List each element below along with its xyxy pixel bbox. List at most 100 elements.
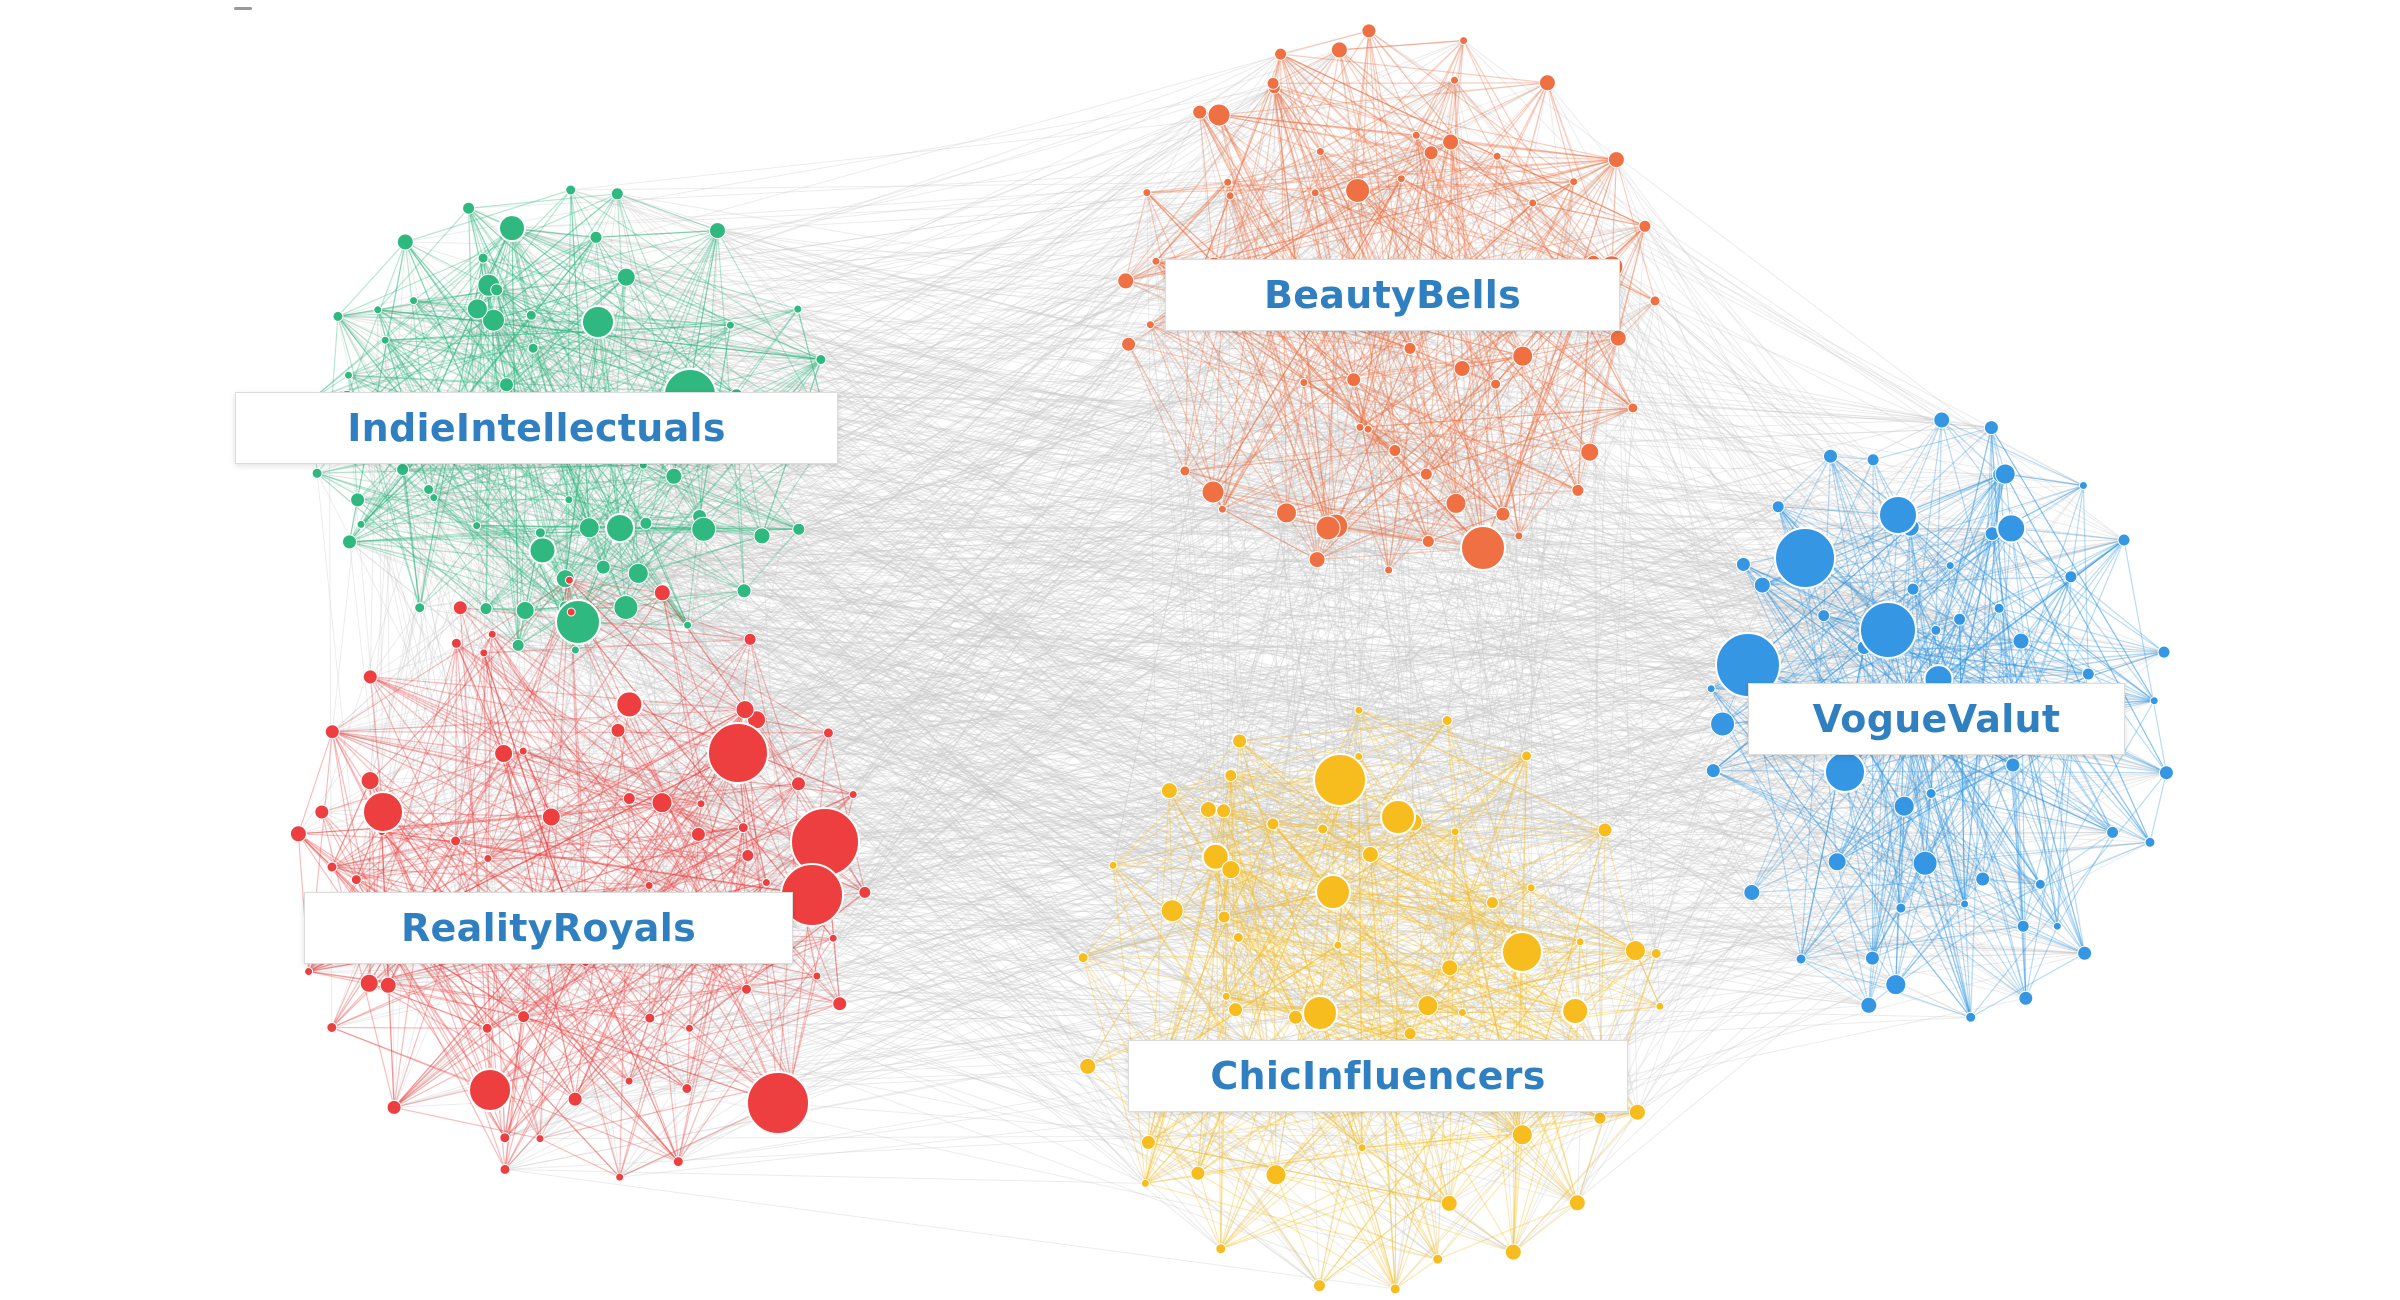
- beauty-edge: [1430, 152, 1613, 268]
- inter-cluster-edge: [1212, 491, 1411, 1034]
- inter-cluster-edge: [376, 723, 1723, 926]
- inter-cluster-edge: [1463, 40, 1874, 461]
- vogue-edge: [1906, 704, 1972, 1018]
- vogue-edge: [1823, 615, 2058, 927]
- inter-cluster-edge: [820, 359, 1714, 772]
- chic-edge: [1397, 816, 1602, 1068]
- inter-cluster-edge: [1334, 320, 1451, 968]
- inter-cluster-edge: [357, 499, 679, 1162]
- inter-cluster-edge: [1400, 490, 1579, 1070]
- inter-cluster-edge: [1197, 54, 1282, 1174]
- vogue-node: [2157, 645, 2171, 659]
- beauty-edge: [1146, 192, 1484, 549]
- reality-node: [624, 1076, 634, 1086]
- beauty-edge: [1368, 428, 1590, 453]
- vogue-edge: [2149, 772, 2167, 843]
- inter-cluster-edge: [310, 399, 1239, 938]
- indie-node: [610, 187, 624, 201]
- inter-cluster-edge: [756, 368, 1463, 721]
- inter-cluster-edge: [1359, 426, 1960, 620]
- chic-edge: [1223, 891, 1334, 918]
- vogue-edge: [1895, 608, 2000, 985]
- inter-cluster-edge: [574, 533, 1993, 1100]
- chic-edge: [1215, 856, 1607, 1059]
- inter-cluster-edge: [332, 664, 1749, 733]
- beauty-edge: [1455, 202, 1534, 504]
- inter-cluster-edge: [829, 432, 1209, 810]
- beauty-edge: [1450, 141, 1617, 161]
- inter-cluster-edge: [575, 649, 1723, 725]
- inter-cluster-edge: [1149, 324, 1227, 997]
- inter-cluster-edge: [518, 644, 1399, 818]
- chic-node: [1380, 799, 1416, 835]
- vogue-edge: [1800, 958, 1870, 1006]
- inter-cluster-edge: [737, 752, 1227, 997]
- inter-cluster-edge: [504, 1168, 1146, 1184]
- indie-edge: [468, 193, 618, 209]
- inter-cluster-edge: [673, 475, 1520, 1135]
- inter-cluster-edge: [569, 474, 2001, 581]
- inter-cluster-edge: [308, 950, 1636, 972]
- indie-node: [683, 620, 693, 630]
- inter-cluster-edge: [557, 436, 588, 926]
- vogue-edge: [1713, 770, 1983, 880]
- inter-cluster-edge: [346, 397, 588, 926]
- vogue-node: [1975, 871, 1991, 887]
- vogue-node: [1823, 448, 1838, 464]
- inter-cluster-edge: [699, 516, 1224, 812]
- chic-node: [1221, 991, 1231, 1001]
- inter-cluster-edge: [587, 925, 2024, 927]
- inter-cluster-edge: [1455, 502, 1960, 620]
- inter-cluster-edge: [517, 645, 663, 803]
- inter-cluster-edge: [551, 816, 1249, 1067]
- chic-edge: [1087, 887, 1532, 1067]
- chic-edge: [1322, 828, 1523, 953]
- inter-cluster-edge: [852, 53, 1282, 795]
- inter-cluster-edge: [504, 916, 1225, 1139]
- chic-node: [1317, 823, 1329, 835]
- vogue-node: [2144, 836, 2156, 848]
- reality-node: [450, 637, 462, 649]
- inter-cluster-edge: [321, 227, 513, 813]
- chic-edge: [1159, 823, 1274, 1063]
- inter-cluster-edge: [457, 280, 1127, 903]
- vogue-node: [2064, 570, 2078, 584]
- reality-edge: [569, 579, 663, 594]
- inter-cluster-edge: [369, 241, 406, 781]
- reality-node: [324, 724, 340, 740]
- inter-cluster-edge: [522, 750, 1514, 1253]
- inter-cluster-edge: [589, 426, 1361, 529]
- beauty-edge: [1213, 155, 1498, 268]
- indie-edge: [482, 257, 599, 323]
- inter-cluster-edge: [1319, 82, 1548, 1014]
- inter-cluster-edge: [510, 227, 1951, 567]
- inter-cluster-edge: [357, 499, 1714, 772]
- inter-cluster-edge: [402, 469, 1661, 1007]
- inter-cluster-edge: [645, 522, 1965, 905]
- indie-edge: [468, 208, 484, 259]
- inter-cluster-edge: [1230, 419, 1942, 776]
- chic-edge: [1159, 856, 1217, 1063]
- beauty-node: [1151, 256, 1161, 266]
- inter-cluster-edge: [569, 527, 2012, 581]
- chic-edge: [1215, 856, 1227, 997]
- inter-cluster-edge: [717, 230, 1305, 383]
- inter-cluster-edge: [766, 882, 1249, 1067]
- chic-edge: [1319, 941, 1581, 1286]
- indie-edge: [428, 489, 579, 623]
- reality-edge: [747, 732, 829, 856]
- inter-cluster-edge: [816, 563, 1744, 977]
- beauty-node: [1217, 504, 1227, 514]
- chic-edge: [1171, 816, 1399, 912]
- reality-edge: [298, 833, 456, 842]
- chic-edge: [1168, 790, 1173, 911]
- inter-cluster-edge: [619, 195, 1231, 529]
- inter-cluster-edge: [828, 732, 1523, 953]
- inter-cluster-edge: [370, 676, 1950, 742]
- inter-cluster-edge: [1272, 83, 1636, 951]
- inter-cluster-edge: [1286, 512, 1320, 1286]
- inter-cluster-edge: [346, 396, 1401, 1070]
- beauty-edge: [1453, 80, 1634, 409]
- inter-cluster-edge: [1358, 135, 1417, 711]
- inter-cluster-edge: [689, 688, 1712, 1029]
